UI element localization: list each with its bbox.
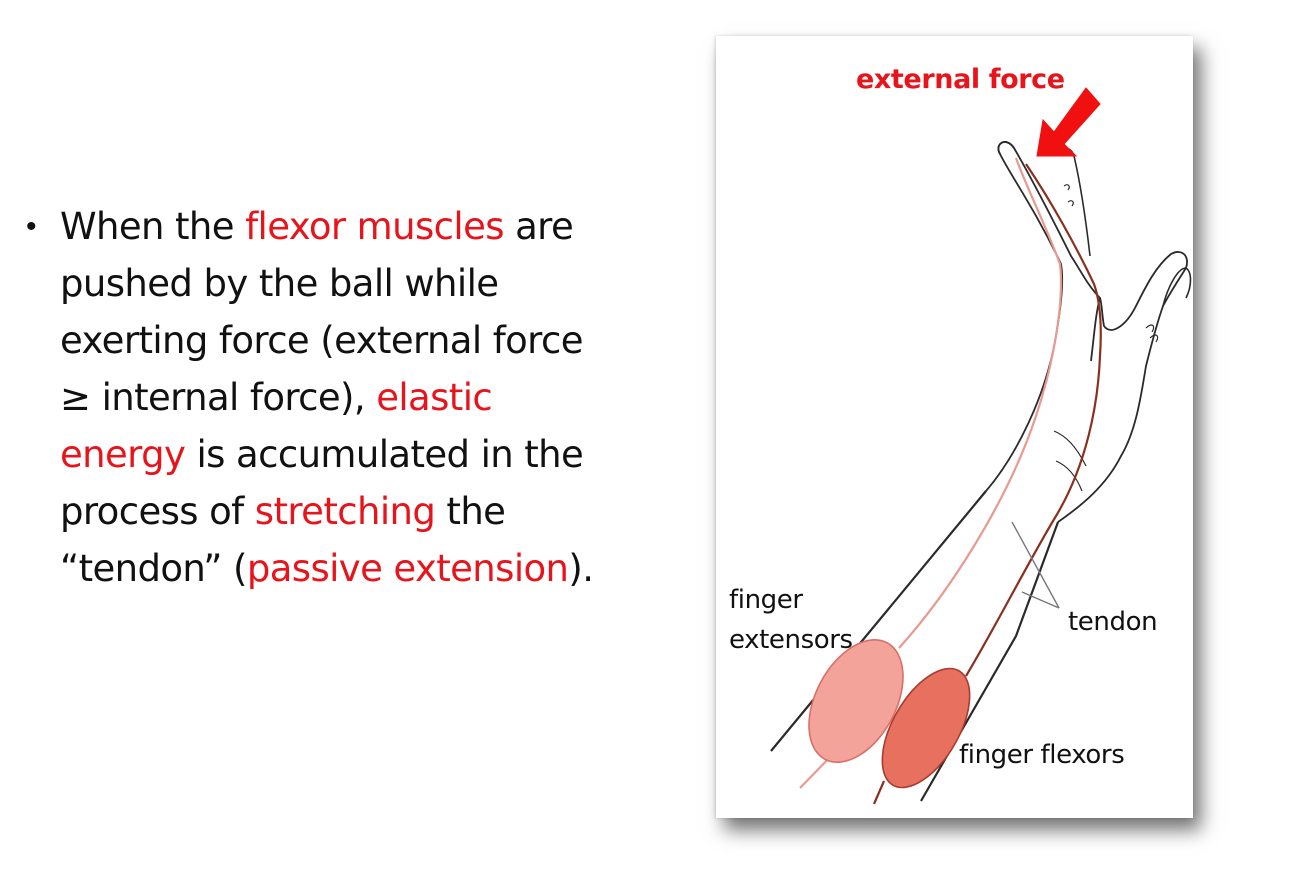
forearm-outline-left: [770, 490, 987, 752]
extensor-muscle: [808, 638, 904, 764]
external-force-arrow: [1036, 87, 1101, 157]
tendon-pointer-lower: [1021, 591, 1060, 609]
external-force-label: external force: [856, 64, 1065, 95]
extensor-tendon: [898, 157, 1063, 649]
flexor-tendon: [965, 163, 1102, 677]
finger-extensors-label-line2: extensors: [729, 625, 853, 655]
thumb-outline: [1162, 267, 1192, 307]
highlighted-term: elastic: [376, 376, 493, 419]
highlighted-term: passive extension: [246, 547, 569, 590]
text-segment: ).: [568, 547, 594, 590]
bullet-line: ≥ internal force), elastic: [60, 369, 593, 426]
highlighted-term: energy: [60, 433, 186, 476]
text-segment: When the: [60, 205, 246, 248]
highlighted-term: stretching: [254, 490, 436, 533]
wrist-crease: [1053, 430, 1087, 492]
flexor-muscle: [881, 667, 971, 789]
text-segment: the: [435, 490, 506, 533]
knuckle-marks: [1063, 184, 1159, 343]
text-segment: is accumulated in the: [185, 433, 584, 476]
text-segment: “tendon” (: [60, 547, 247, 590]
text-segment: ≥ internal force),: [60, 376, 377, 419]
tendon-label: tendon: [1068, 607, 1158, 637]
bullet-line: process of stretching the: [60, 483, 593, 540]
bullet-marker: •: [26, 210, 37, 243]
hand-illustration: [770, 87, 1192, 805]
bullet-line: energy is accumulated in the: [60, 426, 593, 483]
hand-diagram: external force finger extensors tendon f…: [716, 36, 1193, 818]
finger-extensors-label-line1: finger: [729, 585, 803, 615]
text-segment: process of: [60, 490, 255, 533]
tendon-pointer-upper: [1011, 521, 1060, 609]
bullet-line: exerting force (external force: [60, 312, 593, 369]
text-segment: are: [503, 205, 574, 248]
text-segment: pushed by the ball while: [60, 262, 499, 305]
index-finger-tip: [997, 141, 1015, 155]
bullet-line: When the flexor muscles are: [60, 198, 593, 255]
finger-flexors-label: finger flexors: [959, 740, 1125, 770]
hand-outline: [985, 141, 1102, 492]
highlighted-term: flexor muscles: [245, 205, 504, 248]
bullet-line: pushed by the ball while: [60, 255, 593, 312]
palm-outline: [1057, 251, 1188, 523]
bullet-line: “tendon” (passive extension).: [60, 540, 594, 597]
flexor-tendon-tail: [872, 780, 886, 805]
text-segment: exerting force (external force: [60, 319, 583, 362]
